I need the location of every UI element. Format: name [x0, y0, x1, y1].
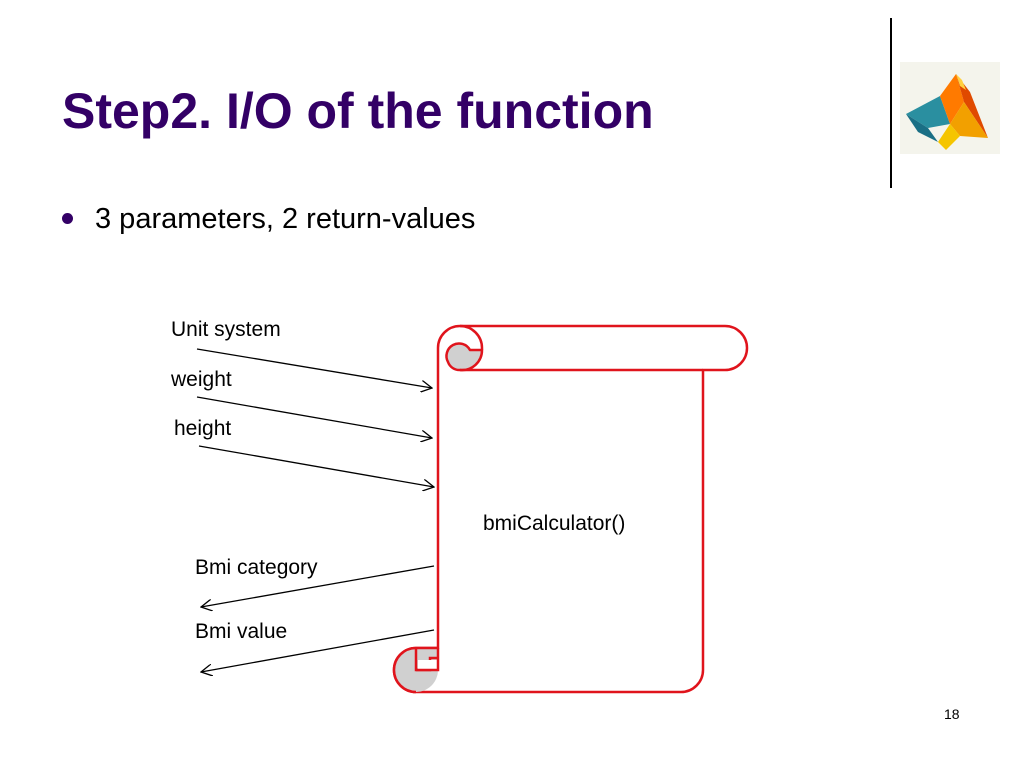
- input-label-weight: weight: [171, 368, 232, 391]
- input-label-unit-system: Unit system: [171, 318, 281, 341]
- input-arrow-weight: [196, 396, 432, 438]
- input-arrow-height: [198, 445, 434, 487]
- logo-divider: [890, 18, 892, 188]
- scroll-top-curl: [445, 342, 484, 372]
- input-label-height: height: [174, 417, 232, 440]
- matlab-logo-icon: [900, 62, 1000, 154]
- function-name-label: bmiCalculator(): [483, 512, 626, 535]
- bullet-text: 3 parameters, 2 return-values: [95, 203, 476, 235]
- output-arrow-bmi-value: [201, 629, 435, 672]
- output-label-bmi-value: Bmi value: [195, 620, 288, 643]
- output-label-bmi-category: Bmi category: [195, 556, 318, 579]
- slide-title: Step2. I/O of the function: [62, 83, 654, 139]
- input-arrow-unit-system: [196, 348, 432, 388]
- bullet-item: 3 parameters, 2 return-values: [62, 203, 476, 236]
- output-arrow-bmi-category: [201, 565, 435, 607]
- page-number: 18: [944, 706, 960, 722]
- function-scroll: [392, 324, 749, 694]
- bullet-dot-icon: [62, 212, 73, 224]
